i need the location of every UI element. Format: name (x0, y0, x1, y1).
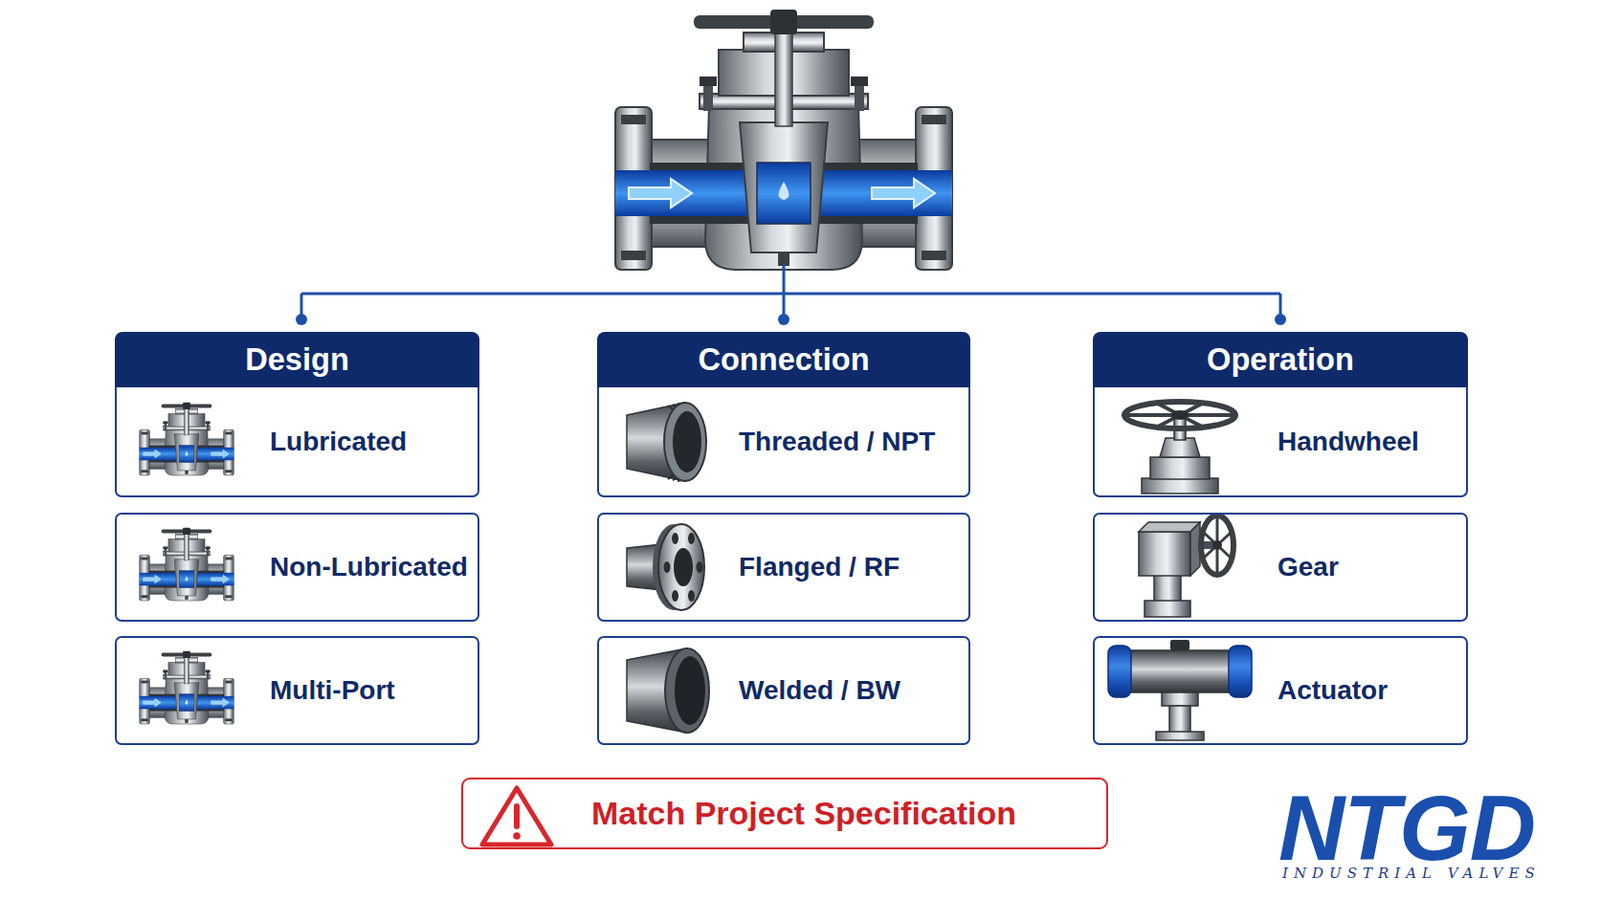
valve-icon (139, 528, 235, 601)
flanged-pipe-icon (696, 561, 704, 574)
option-label: Lubricated (269, 426, 407, 458)
flanged-pipe-icon (626, 524, 705, 611)
flanged-pipe-icon (673, 548, 693, 587)
branch-dot (295, 313, 308, 326)
gear-operator-icon (1138, 532, 1191, 577)
actuator-icon (1155, 732, 1204, 741)
option-label: Actuator (1277, 675, 1388, 707)
warning-icon (482, 788, 552, 845)
valve-icon (139, 402, 235, 725)
actuator-icon (1108, 640, 1252, 741)
option-box: Gear (1092, 512, 1468, 623)
gear-operator-icon (1138, 522, 1200, 533)
option-label: Handwheel (1277, 426, 1420, 458)
panel-heading: Operation (1092, 332, 1468, 388)
flanged-pipe-icon (688, 533, 695, 545)
option-box: Lubricated (114, 387, 480, 498)
threaded-pipe-icon (672, 411, 702, 473)
branch-dot (295, 313, 1287, 326)
actuator-icon (1169, 706, 1191, 734)
option-label: Threaded / NPT (738, 426, 935, 458)
handwheel-icon (1159, 438, 1200, 458)
option-label: Gear (1277, 552, 1339, 583)
butt-weld-pipe-icon (626, 648, 710, 734)
actuator-icon (1108, 645, 1132, 698)
branch-dot (1274, 313, 1287, 326)
handwheel-icon (1171, 410, 1189, 421)
handwheel-icon (1124, 401, 1236, 429)
option-label: Multi-Port (269, 675, 396, 707)
warning-icon (482, 788, 552, 845)
flanged-pipe-icon (671, 590, 679, 602)
gear-operator-icon (1154, 574, 1181, 603)
actuator-icon (1170, 640, 1190, 651)
handwheel-icon (1141, 478, 1219, 494)
actuator-icon (1228, 645, 1252, 698)
flanged-pipe-icon (664, 533, 704, 602)
valve-icon (139, 651, 235, 725)
spec-text: Match Project Specification (591, 795, 1017, 833)
option-box: Actuator (1092, 636, 1468, 746)
butt-weld-pipe-icon (674, 656, 706, 726)
spec-callout: Match Project Specification (461, 777, 1109, 850)
logo-mark: NTGD (1278, 782, 1535, 875)
option-box: Flanged / RF (597, 512, 971, 623)
option-box: Welded / BW (597, 636, 971, 746)
actuator-icon (1125, 650, 1235, 693)
flanged-pipe-icon (664, 561, 671, 574)
category-panel: DesignLubricatedNon-LubricatedMulti-Port (114, 332, 480, 747)
main-valve-illustration (615, 9, 953, 270)
gear-operator-icon (1144, 600, 1191, 618)
gear-operator-icon (1138, 515, 1234, 618)
option-box: Threaded / NPT (597, 387, 971, 498)
logo-subtitle: INDUSTRIAL VALVES (1282, 865, 1541, 883)
handwheel-icon (1124, 401, 1236, 494)
panel-heading: Connection (597, 332, 971, 388)
flanged-pipe-icon (658, 524, 705, 611)
panel-heading: Design (114, 332, 480, 388)
option-label: Flanged / RF (738, 552, 900, 583)
option-box: Non-Lubricated (114, 512, 480, 623)
gear-operator-icon (1212, 540, 1223, 551)
branch-line (301, 264, 1281, 320)
butt-weld-pipe-icon (665, 648, 710, 734)
warning-icon (513, 806, 520, 827)
handwheel-icon (1150, 457, 1210, 480)
warning-icon (512, 832, 521, 841)
valve-icon (139, 402, 235, 476)
category-panel: ConnectionThreaded / NPT Flanged / RF Weld… (597, 332, 971, 747)
threaded-pipe-icon (626, 402, 707, 482)
option-box: Handwheel (1092, 387, 1468, 498)
flanged-pipe-icon (688, 590, 695, 602)
flanged-pipe-icon (671, 533, 679, 545)
option-label: Welded / BW (738, 675, 901, 707)
gear-operator-icon (1200, 515, 1234, 576)
category-panel: OperationHandwheelGearActuator (1092, 332, 1468, 747)
branch-line (301, 264, 1281, 320)
threaded-pipe-icon (664, 402, 707, 482)
option-box: Multi-Port (114, 636, 480, 746)
branch-dot (777, 313, 790, 326)
option-label: Non-Lubricated (269, 552, 468, 583)
